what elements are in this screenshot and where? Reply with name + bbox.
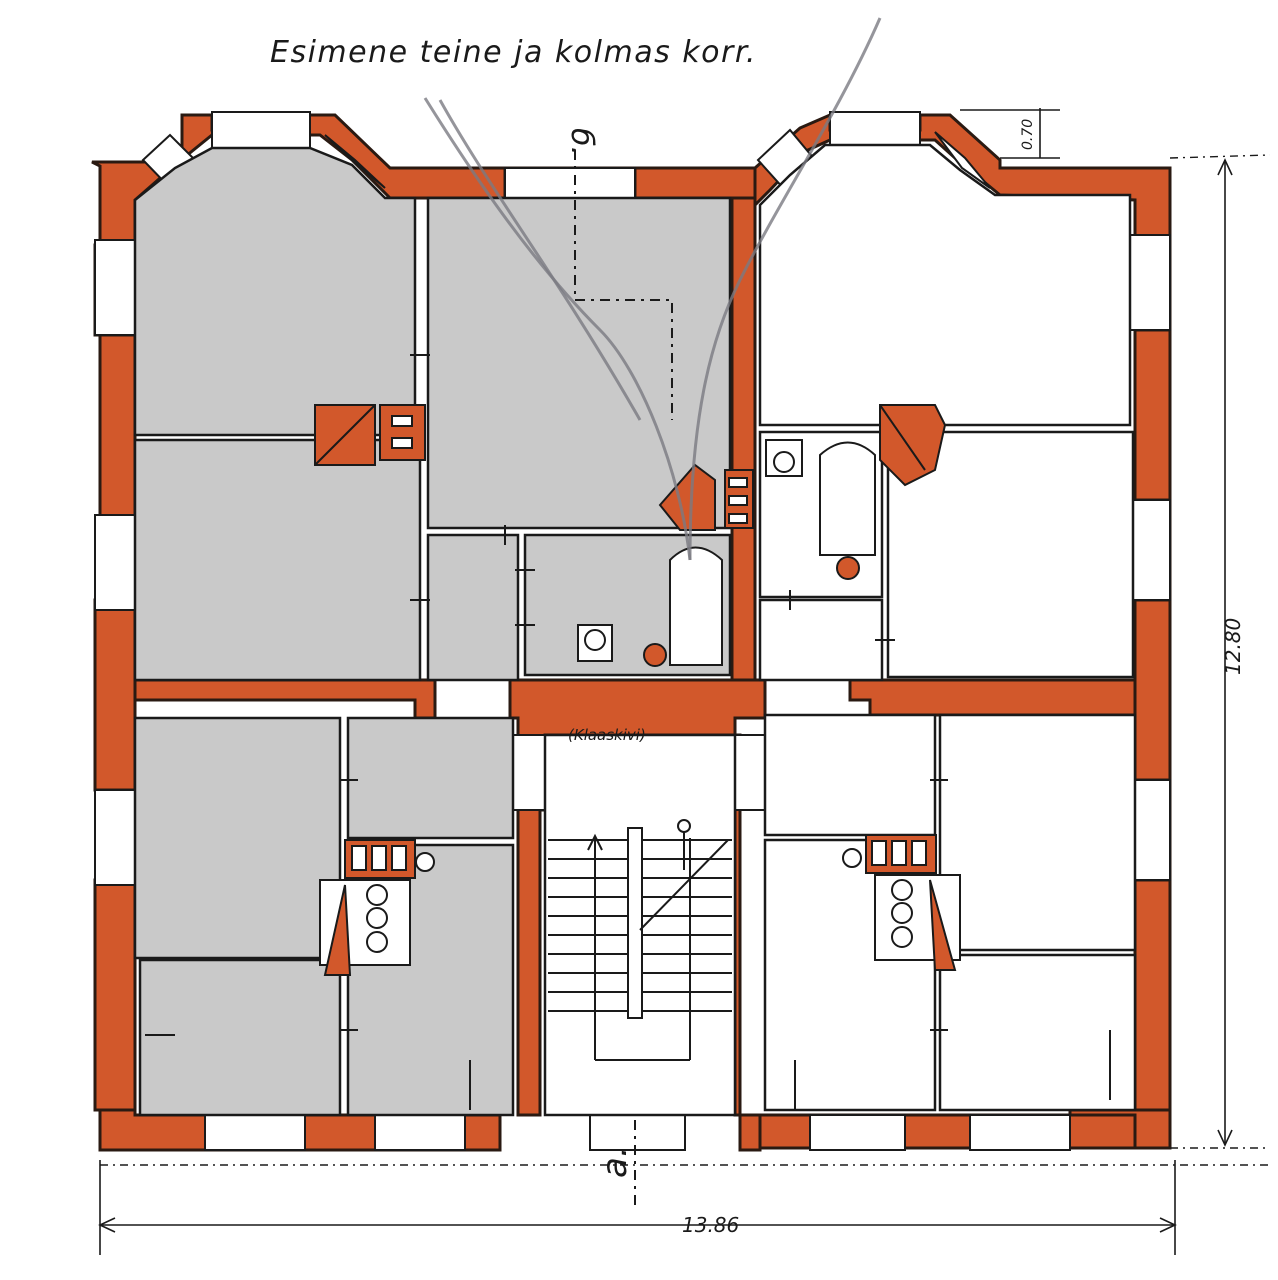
plan-title: Esimene teine ja kolmas korr. (270, 35, 757, 70)
corridor-left (426, 533, 520, 682)
dimension-bay-depth: 0.70 (1020, 119, 1036, 150)
hall-right (763, 713, 937, 837)
section-mark-bottom: a. (595, 1146, 635, 1178)
room-top-left (133, 146, 417, 437)
section-mark-top: б. (564, 128, 599, 156)
stoves (314, 404, 961, 976)
dimension-width: 13.86 (682, 1213, 739, 1237)
room-bottom-left (138, 958, 342, 1117)
section-line: б. a. (564, 128, 673, 1210)
dimension-lines: 13.86 12.80 0.70 (98, 108, 1271, 1255)
white-apartment (758, 143, 1137, 1112)
dimension-height: 12.80 (1221, 618, 1245, 675)
room-top-middle (426, 196, 732, 530)
room-mid-left (133, 438, 422, 682)
annotation-glass-block: (Klaaskivi) (568, 726, 646, 744)
room-lower-left (133, 716, 342, 960)
room-bottom-right (938, 953, 1137, 1112)
hall-left (346, 716, 515, 840)
staircase (543, 733, 737, 1117)
corridor-right (758, 598, 884, 682)
bath-fixtures (577, 439, 876, 667)
pencil-marks (423, 17, 882, 561)
room-lower-right (938, 713, 1137, 952)
windows (94, 111, 1171, 1151)
door-marks (145, 354, 1111, 1110)
